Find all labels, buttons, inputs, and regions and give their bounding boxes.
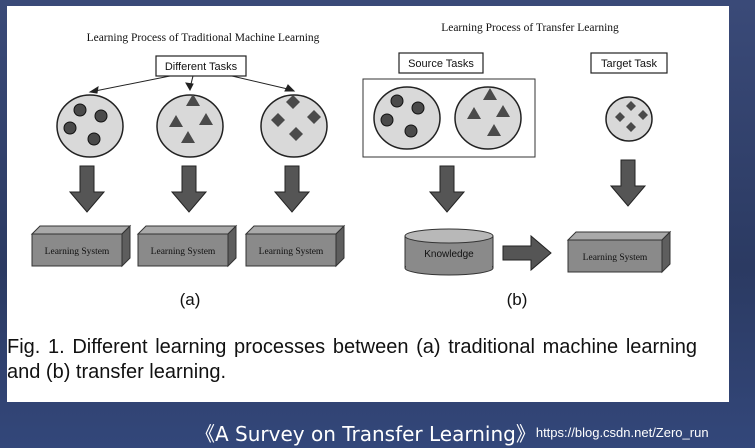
learning-system-label-3: Learning System — [259, 247, 324, 257]
footer-title: 《A Survey on Transfer Learning》 — [195, 422, 536, 446]
panel-b-title: Learning Process of Transfer Learning — [441, 22, 619, 34]
footer-url[interactable]: https://blog.csdn.net/Zero_run — [535, 425, 709, 440]
source-tasks-label: Source Tasks — [408, 58, 474, 70]
arrow-down-2 — [171, 165, 207, 213]
panel-a-label: (a) — [180, 290, 201, 309]
figure-caption: Fig. 1. Different learning processes bet… — [7, 336, 697, 383]
source-tasks-box — [398, 52, 484, 74]
task-circle-dots — [56, 94, 124, 158]
target-circle-diamonds — [605, 96, 653, 142]
learning-system-box-1: Learning System — [30, 224, 132, 268]
task-circle-triangles — [156, 94, 224, 158]
knowledge-cylinder: Knowledge — [404, 228, 494, 276]
learning-system-label-1: Learning System — [45, 247, 110, 257]
source-circle-dots — [373, 86, 441, 150]
knowledge-label: Knowledge — [424, 249, 474, 260]
source-circle-triangles — [454, 86, 522, 150]
learning-system-box-2: Learning System — [136, 224, 238, 268]
learning-system-label-2: Learning System — [151, 247, 216, 257]
task-connectors — [88, 75, 296, 94]
task-circle-diamonds — [260, 94, 328, 158]
arrow-down-3 — [274, 165, 310, 213]
arrow-down-1 — [69, 165, 105, 213]
panel-b-label: (b) — [507, 290, 528, 309]
arrow-right — [502, 234, 552, 272]
different-tasks-label: Different Tasks — [165, 61, 238, 73]
learning-system-box-target: Learning System — [566, 230, 672, 274]
panel-a-title: Learning Process of Traditional Machine … — [87, 32, 320, 44]
footer: 《A Survey on Transfer Learning》https://b… — [195, 418, 709, 448]
target-task-label: Target Task — [601, 58, 658, 70]
target-task-box — [590, 52, 668, 74]
arrow-down-source — [429, 165, 465, 213]
arrow-down-target — [610, 159, 646, 207]
source-tasks-frame — [362, 78, 536, 158]
learning-system-target-label: Learning System — [583, 253, 648, 263]
learning-system-box-3: Learning System — [244, 224, 346, 268]
different-tasks-box — [155, 55, 247, 77]
